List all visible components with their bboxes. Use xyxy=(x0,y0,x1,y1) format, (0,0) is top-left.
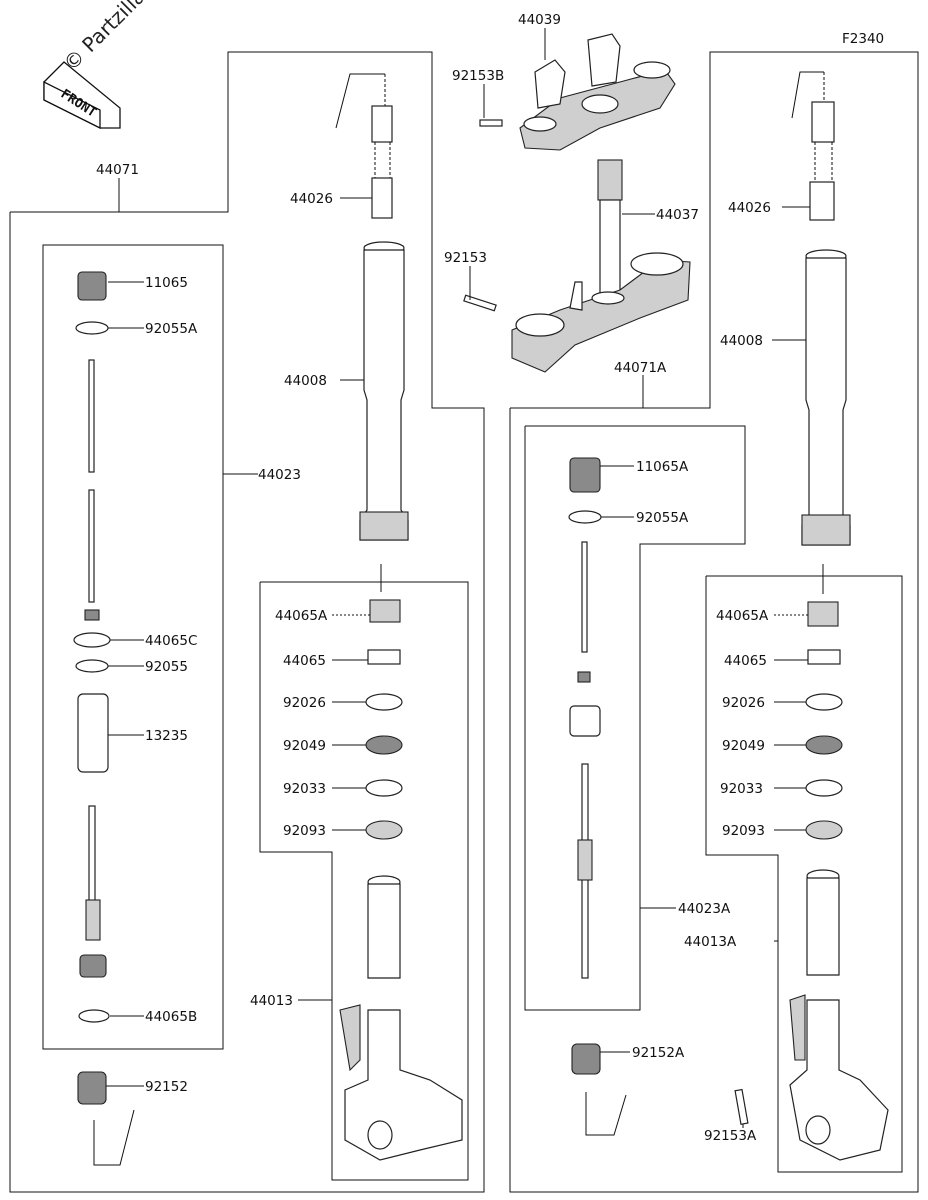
fork-spring-right xyxy=(791,71,835,221)
label-92026-left[interactable]: 92026 xyxy=(283,695,326,711)
part-labels: 44039 92153B 44037 92153 44071A 44071 44… xyxy=(96,12,771,1144)
label-44065a-left[interactable]: 44065A xyxy=(275,608,328,624)
label-44065a-right[interactable]: 44065A xyxy=(716,608,769,624)
label-92026-right[interactable]: 92026 xyxy=(722,695,765,711)
label-92152[interactable]: 92152 xyxy=(145,1079,188,1095)
label-44013[interactable]: 44013 xyxy=(250,993,293,1009)
label-44026-right[interactable]: 44026 xyxy=(728,200,771,216)
label-92049-left[interactable]: 92049 xyxy=(283,738,326,754)
label-92153b[interactable]: 92153B xyxy=(452,68,504,84)
label-44008-right[interactable]: 44008 xyxy=(720,333,763,349)
label-92033-left[interactable]: 92033 xyxy=(283,781,326,797)
label-44008-left[interactable]: 44008 xyxy=(284,373,327,389)
label-44071[interactable]: 44071 xyxy=(96,162,139,178)
partzilla-watermark: © Partzilla. xyxy=(59,0,155,76)
label-44071a[interactable]: 44071A xyxy=(614,360,667,376)
label-92055a-left[interactable]: 92055A xyxy=(145,321,198,337)
figure-code: F2340 xyxy=(842,31,884,47)
label-92033-right[interactable]: 92033 xyxy=(720,781,763,797)
label-92093-left[interactable]: 92093 xyxy=(283,823,326,839)
outer-tube-right xyxy=(801,249,851,546)
lower-leg-right xyxy=(734,869,889,1161)
leader-lines xyxy=(106,28,810,1128)
outer-tube-left xyxy=(359,241,409,541)
label-44026-left[interactable]: 44026 xyxy=(290,191,333,207)
label-44013a[interactable]: 44013A xyxy=(684,934,737,950)
label-11065[interactable]: 11065 xyxy=(145,275,188,291)
lower-leg-left xyxy=(339,875,463,1161)
cartridge-right-parts xyxy=(568,457,627,1136)
label-92093-right[interactable]: 92093 xyxy=(722,823,765,839)
label-11065a[interactable]: 11065A xyxy=(636,459,689,475)
label-44065-left[interactable]: 44065 xyxy=(283,653,326,669)
label-44023a[interactable]: 44023A xyxy=(678,901,731,917)
label-92055[interactable]: 92055 xyxy=(145,659,188,675)
label-92055a-right[interactable]: 92055A xyxy=(636,510,689,526)
label-44065b[interactable]: 44065B xyxy=(145,1009,197,1025)
label-44065c[interactable]: 44065C xyxy=(145,633,197,649)
label-44039[interactable]: 44039 xyxy=(518,12,561,28)
label-92152a[interactable]: 92152A xyxy=(632,1045,685,1061)
fork-spring-left xyxy=(335,73,393,219)
front-arrow-icon: FRONT xyxy=(43,61,121,130)
label-92153[interactable]: 92153 xyxy=(444,250,487,266)
lower-triple-clamp xyxy=(463,252,691,373)
label-92153a[interactable]: 92153A xyxy=(704,1128,757,1144)
label-44023[interactable]: 44023 xyxy=(258,467,301,483)
seal-stack-right xyxy=(805,564,843,840)
upper-triple-clamp xyxy=(479,33,676,151)
label-13235[interactable]: 13235 xyxy=(145,728,188,744)
boundary-lines xyxy=(9,51,919,1193)
seal-stack-left xyxy=(365,564,403,840)
label-44037[interactable]: 44037 xyxy=(656,207,699,223)
label-92049-right[interactable]: 92049 xyxy=(722,738,765,754)
label-44065-right[interactable]: 44065 xyxy=(724,653,767,669)
steering-stem xyxy=(597,159,623,301)
cartridge-left-parts xyxy=(73,271,135,1166)
